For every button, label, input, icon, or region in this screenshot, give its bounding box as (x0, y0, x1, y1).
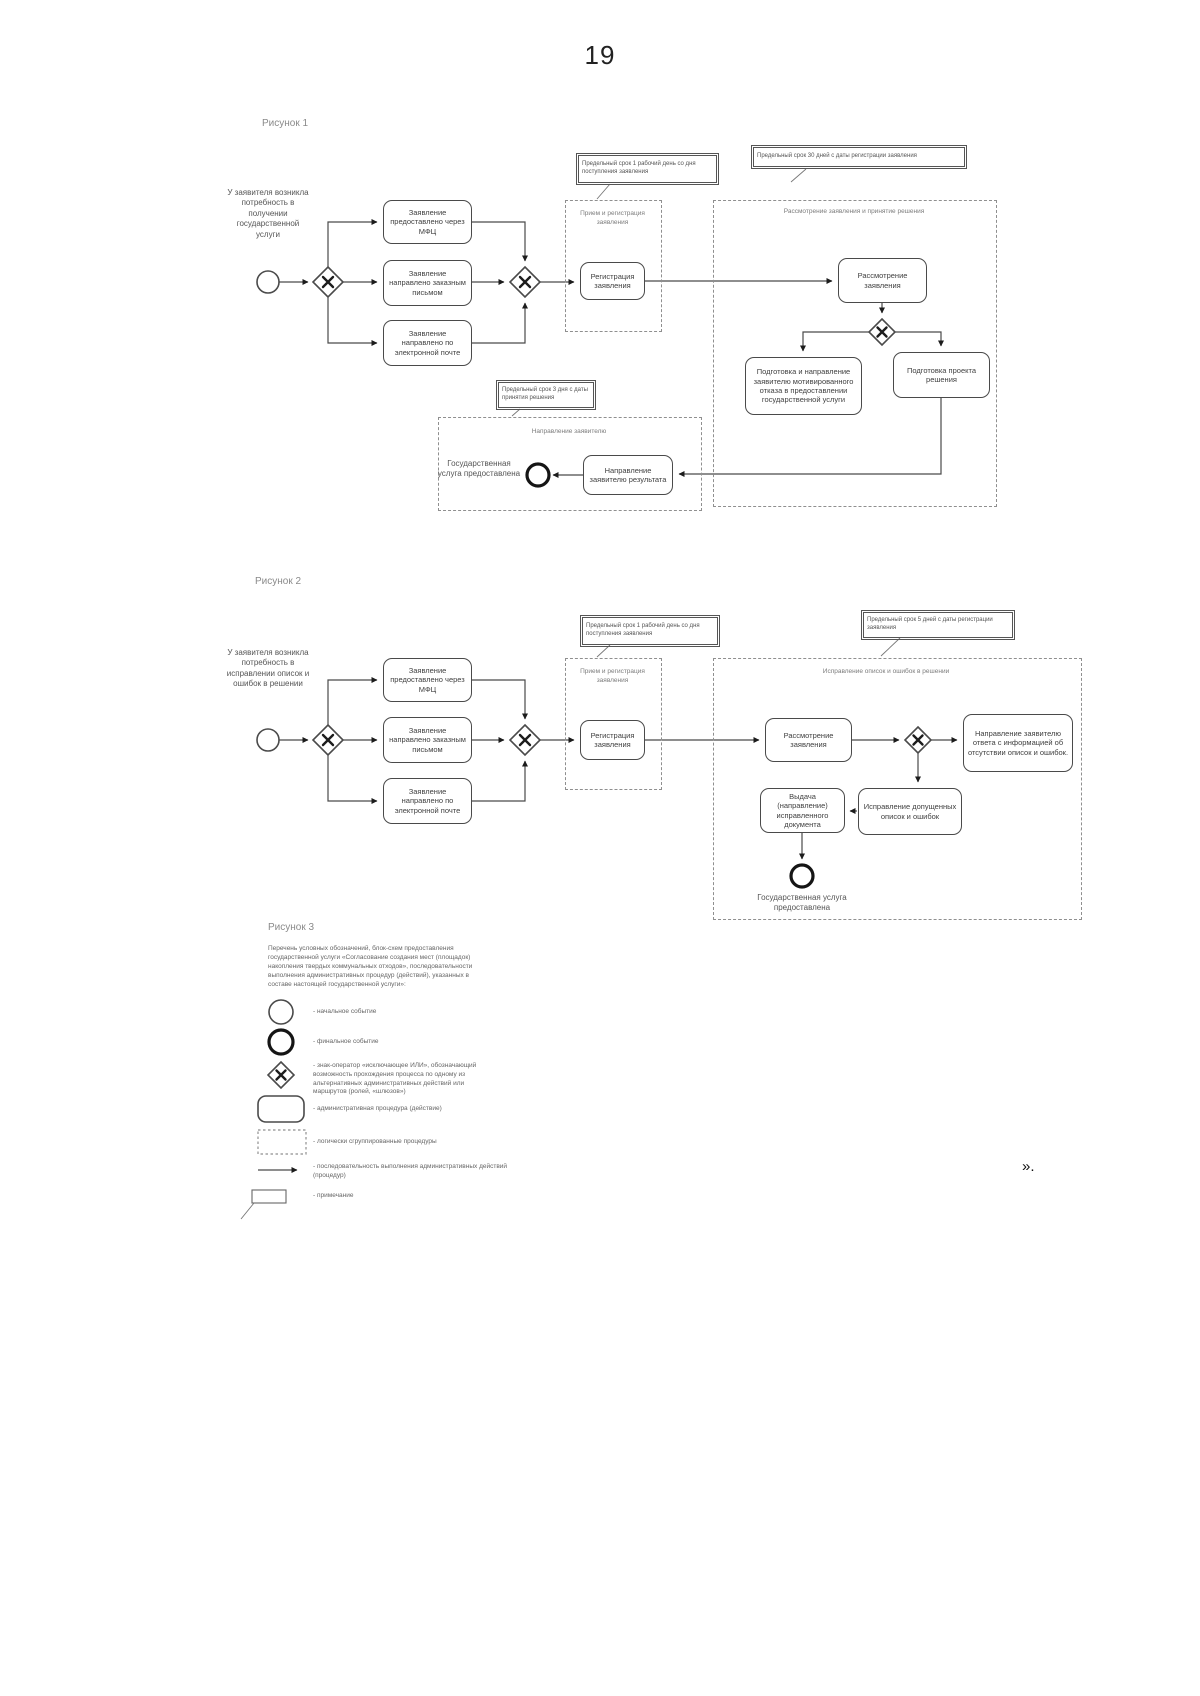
fig1-task-decision: Подготовка проекта решения (893, 352, 990, 398)
fig2-task-review: Рассмотрение заявления (765, 718, 852, 762)
fig3-intro: Перечень условных обозначений, блок-схем… (268, 945, 473, 989)
fig2-lane-correction-label: Исправление описок и ошибок в решении (822, 668, 950, 675)
legend-label-end-event: - финальное событие (313, 1038, 379, 1045)
page-number: 19 (584, 40, 616, 70)
fig2-end-event-icon (789, 863, 815, 889)
legend-label-xor-gateway: - знак-оператор «исключающее ИЛИ», обозн… (313, 1062, 477, 1096)
fig1-note-review: Предельный срок 30 дней с даты регистрац… (750, 144, 968, 170)
legend-start-event-icon (268, 999, 294, 1025)
fig1-lane-result (438, 417, 702, 511)
fig2-task-no-errors: Направление заявителю ответа с информаци… (963, 714, 1073, 772)
fig1-end-event-icon (525, 462, 551, 488)
fig2-task-channel-email: Заявление направлено по электронной почт… (383, 778, 472, 824)
fig2-lane-correction (713, 658, 1082, 920)
fig2-connectors (256, 637, 958, 889)
fig1-task-channel-email: Заявление направлено по электронной почт… (383, 320, 472, 366)
fig2-note-correction: Предельный срок 5 дней с даты регистраци… (860, 609, 1016, 641)
fig2-task-channel-mfc: Заявление предоставлено через МФЦ (383, 658, 472, 702)
fig1-note-registration: Предельный срок 1 рабочий день со дня по… (575, 152, 720, 186)
fig1-lane-registration (565, 200, 662, 332)
fig1-split-gateway-icon (311, 265, 345, 299)
legend-label-flow-arrow: - последовательность выполнения админист… (313, 1163, 508, 1179)
fig1-start-event-icon (256, 270, 280, 294)
legend-task-icon (257, 1095, 305, 1123)
fig2-title: Рисунок 2 (255, 576, 302, 587)
fig2-start-condition: У заявителя возникла потребность в испра… (226, 648, 310, 689)
legend-annotation-icon (240, 1189, 287, 1220)
fig1-lane-result-label: Направление заявителю (531, 428, 607, 435)
fig1-note-result: Предельный срок 3 дня с даты принятия ре… (495, 379, 597, 411)
fig2-task-registration: Регистрация заявления (580, 720, 645, 760)
fig1-connectors (256, 168, 944, 488)
fig1-decision-gateway-icon (867, 317, 897, 347)
fig2-start-event-icon (256, 728, 280, 752)
legend-xor-gateway-icon (266, 1060, 296, 1090)
fig1-task-registration: Регистрация заявления (580, 262, 645, 300)
fig1-lane-review (713, 200, 997, 507)
fig1-task-channel-mail: Заявление направлено заказным письмом (383, 260, 472, 306)
legend-end-event-icon (267, 1028, 295, 1056)
legend-label-task: - административная процедура (действие) (313, 1105, 442, 1112)
fig1-task-review: Рассмотрение заявления (838, 258, 927, 303)
fig2-lane-registration-label: Прием и регистрация заявления (580, 668, 645, 684)
fig1-task-channel-mfc: Заявление предоставлено через МФЦ (383, 200, 472, 244)
fig3-legend-symbols (240, 999, 307, 1220)
fig2-merge-gateway-icon (508, 723, 542, 757)
fig2-split-gateway-icon (311, 723, 345, 757)
fig2-note-registration: Предельный срок 1 рабочий день со дня по… (579, 614, 721, 648)
fig1-lane-registration-label: Прием и регистрация заявления (580, 210, 645, 226)
fig1-lane-review-label: Рассмотрение заявления и принятие решени… (783, 208, 925, 215)
fig2-lane-registration (565, 658, 662, 790)
fig1-title: Рисунок 1 (262, 118, 309, 129)
fig2-end-state: Государственная услуга предоставлена (757, 893, 847, 913)
legend-label-start-event: - начальное событие (313, 1008, 377, 1015)
legend-label-annotation: - примечание (313, 1192, 354, 1199)
fig2-task-channel-mail: Заявление направлено заказным письмом (383, 717, 472, 763)
closing-quote-mark: ». (1022, 1158, 1035, 1175)
legend-label-group: - логически сгруппированные процедуры (313, 1138, 437, 1145)
fig1-merge-gateway-icon (508, 265, 542, 299)
legend-group-icon (257, 1129, 307, 1155)
fig1-task-refusal: Подготовка и направление заявителю мотив… (745, 357, 862, 415)
fig2-task-issue: Выдача (направление) исправленного докум… (760, 788, 845, 833)
fig1-start-condition: У заявителя возникла потребность в получ… (227, 188, 309, 239)
fig2-task-fix: Исправление допущенных описок и ошибок (858, 788, 962, 835)
fig1-end-state: Государственная услуга предоставлена (437, 459, 521, 479)
fig1-task-send-result: Направление заявителю результата (583, 455, 673, 495)
fig3-title: Рисунок 3 (268, 922, 315, 933)
